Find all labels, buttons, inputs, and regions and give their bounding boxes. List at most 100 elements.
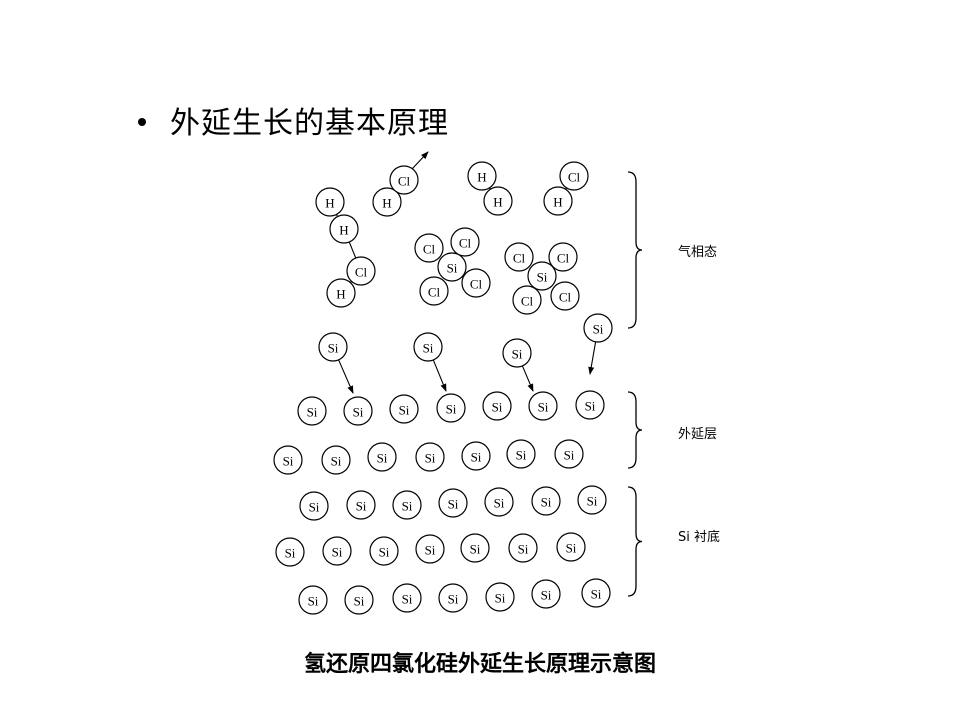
atom-cl: Cl xyxy=(548,242,578,272)
braces xyxy=(627,171,643,597)
bullet-icon xyxy=(138,117,146,126)
atom-si-substrate: Si xyxy=(531,486,561,516)
atom-h: H xyxy=(483,186,513,216)
svg-text:Cl: Cl xyxy=(470,277,483,292)
svg-text:H: H xyxy=(382,196,391,211)
atom-si-substrate: Si xyxy=(438,583,468,613)
atom-si-epi: Si xyxy=(482,391,512,421)
atom-si-epi: Si xyxy=(528,391,558,421)
label-epi-layer: 外延层 xyxy=(678,427,717,442)
svg-text:H: H xyxy=(339,223,348,238)
svg-text:Si: Si xyxy=(356,499,367,514)
svg-text:Si: Si xyxy=(585,399,596,414)
svg-text:Si: Si xyxy=(518,542,529,557)
svg-text:Si: Si xyxy=(541,495,552,510)
atom-si: Si xyxy=(527,261,557,291)
deposition-arrow xyxy=(588,341,597,375)
slide-title: 外延生长的基本原理 xyxy=(138,98,449,142)
atom-si-depositing: Si xyxy=(413,332,443,362)
atom-h: H xyxy=(326,278,356,308)
label-gas-phase: 气相态 xyxy=(678,244,717,260)
svg-text:Cl: Cl xyxy=(568,170,581,185)
svg-text:Si: Si xyxy=(494,496,505,511)
figure-caption: 氢还原四氯化硅外延生长原理示意图 xyxy=(303,652,656,677)
svg-text:Si: Si xyxy=(402,499,413,514)
svg-text:Si: Si xyxy=(448,592,459,607)
atom-cl: Cl xyxy=(414,233,444,263)
svg-text:Si: Si xyxy=(354,594,365,609)
atom-h: H xyxy=(467,161,497,191)
atom-si-substrate: Si xyxy=(392,583,422,613)
svg-text:Si: Si xyxy=(541,588,552,603)
atom-cl: Cl xyxy=(346,256,376,286)
svg-text:Si: Si xyxy=(307,405,318,420)
svg-text:Si: Si xyxy=(425,451,436,466)
deposition-arrow xyxy=(521,365,534,392)
svg-text:Si: Si xyxy=(537,270,548,285)
svg-text:H: H xyxy=(325,196,334,211)
atom-si-substrate: Si xyxy=(392,490,422,520)
svg-text:Si: Si xyxy=(425,543,436,558)
atom-si-substrate: Si xyxy=(275,537,305,567)
atom-si-substrate: Si xyxy=(322,536,352,566)
atom-si-substrate: Si xyxy=(556,532,586,562)
atom-si-substrate: Si xyxy=(485,582,515,612)
svg-text:Si: Si xyxy=(566,541,577,556)
svg-text:Si: Si xyxy=(448,497,459,512)
atom-si-epi: Si xyxy=(436,393,466,423)
brace-gas-phase xyxy=(627,171,643,329)
atom-si-substrate: Si xyxy=(581,578,611,608)
atom-si-epi: Si xyxy=(273,445,303,475)
atom-h: H xyxy=(372,187,402,217)
label-substrate: Si 衬底 xyxy=(678,529,720,545)
brace-epi-layer xyxy=(627,391,643,469)
atom-si-substrate: Si xyxy=(346,490,376,520)
svg-text:H: H xyxy=(336,287,345,302)
svg-text:Si: Si xyxy=(492,400,503,415)
atom-si-epi: Si xyxy=(506,439,536,469)
svg-text:Si: Si xyxy=(399,403,410,418)
svg-text:Cl: Cl xyxy=(423,242,436,257)
hcl-leaving-arrow xyxy=(411,151,429,170)
atom-si-depositing: Si xyxy=(318,332,348,362)
atom-si-substrate: Si xyxy=(460,533,490,563)
svg-text:Si: Si xyxy=(379,545,390,560)
atom-si-epi: Si xyxy=(461,441,491,471)
atom-si-substrate: Si xyxy=(415,534,445,564)
atom-si-epi: Si xyxy=(554,439,584,469)
svg-text:Si: Si xyxy=(402,592,413,607)
atom-si: Si xyxy=(437,252,467,282)
svg-text:Si: Si xyxy=(564,448,575,463)
atom-si-epi: Si xyxy=(575,390,605,420)
svg-text:Si: Si xyxy=(309,500,320,515)
svg-text:Si: Si xyxy=(512,347,523,362)
svg-text:Si: Si xyxy=(591,587,602,602)
svg-text:Si: Si xyxy=(332,545,343,560)
svg-text:Si: Si xyxy=(470,542,481,557)
atom-si-substrate: Si xyxy=(369,536,399,566)
svg-text:Cl: Cl xyxy=(398,174,411,189)
svg-text:Si: Si xyxy=(495,591,506,606)
atom-si-epi: Si xyxy=(297,396,327,426)
svg-text:Cl: Cl xyxy=(513,251,526,266)
atom-cl: Cl xyxy=(504,242,534,272)
atom-si-substrate: Si xyxy=(508,533,538,563)
atom-si-substrate: Si xyxy=(298,585,328,615)
svg-text:Si: Si xyxy=(516,448,527,463)
atom-cl: Cl xyxy=(461,268,491,298)
atom-si-epi: Si xyxy=(343,396,373,426)
svg-text:Cl: Cl xyxy=(557,251,570,266)
svg-text:Cl: Cl xyxy=(428,285,441,300)
svg-text:Cl: Cl xyxy=(459,236,472,251)
atom-si-substrate: Si xyxy=(438,488,468,518)
svg-text:Si: Si xyxy=(538,400,549,415)
svg-text:Si: Si xyxy=(285,546,296,561)
atom-si-substrate: Si xyxy=(531,579,561,609)
svg-text:Si: Si xyxy=(283,454,294,469)
atom-si-epi: Si xyxy=(367,442,397,472)
atom-cl: Cl xyxy=(419,276,449,306)
atom-si-epi: Si xyxy=(415,442,445,472)
atom-si-substrate: Si xyxy=(577,485,607,515)
